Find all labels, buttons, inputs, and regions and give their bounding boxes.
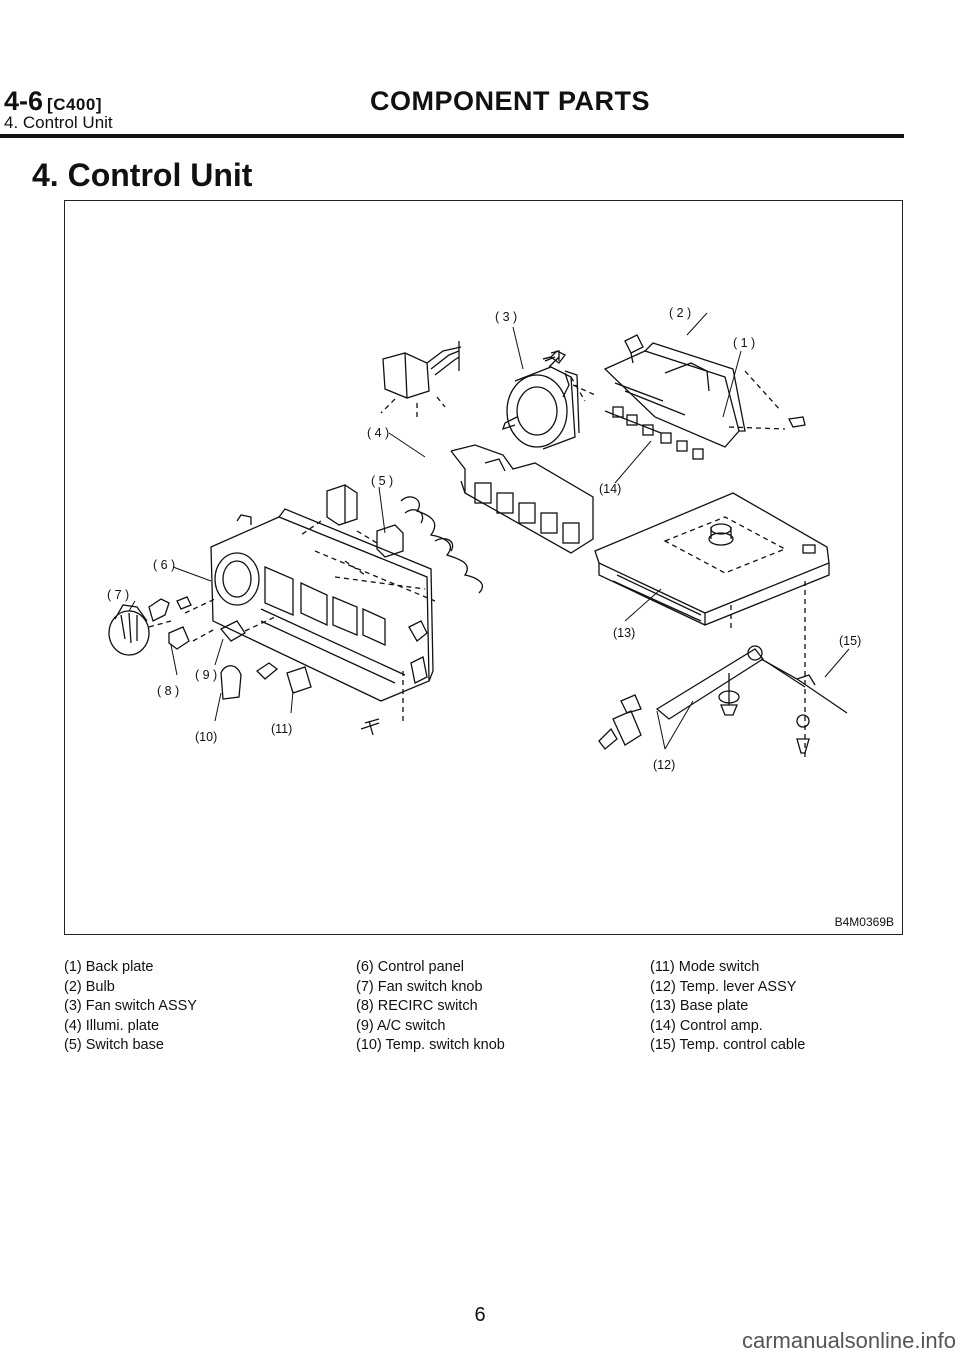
callout-2: ( 2 ) <box>669 306 691 320</box>
legend-item: (7) Fan switch knob <box>356 978 483 995</box>
callout-13: (13) <box>613 626 635 640</box>
callout-4: ( 4 ) <box>367 426 389 440</box>
callout-6: ( 6 ) <box>153 558 175 572</box>
base-plate-drawing <box>594 492 830 761</box>
legend-item: (3) Fan switch ASSY <box>64 998 197 1015</box>
legend-item: (5) Switch base <box>64 1037 164 1054</box>
watermark: carmanualsonline.info <box>741 1328 956 1353</box>
control-panel-drawing <box>210 508 436 721</box>
temp-lever-drawing <box>598 645 848 754</box>
callout-14: (14) <box>599 482 621 496</box>
legend-column-2: (6) Control panel (7) Fan switch knob (8… <box>356 958 505 1056</box>
callout-1: ( 1 ) <box>733 336 755 350</box>
callout-15: (15) <box>839 634 861 648</box>
callout-7: ( 7 ) <box>107 588 129 602</box>
fan-switch-assy-drawing <box>501 350 596 450</box>
connector-drawing <box>380 341 462 421</box>
legend-item: (11) Mode switch <box>650 959 760 975</box>
leader-lines <box>128 312 850 750</box>
legend-item: (12) Temp. lever ASSY <box>650 978 797 995</box>
switch-base-drawing <box>300 484 484 594</box>
header-title: COMPONENT PARTS <box>370 86 651 116</box>
callout-12: (12) <box>653 758 675 772</box>
page-heading: 4. Control Unit <box>32 157 253 193</box>
exploded-diagram-drawing: ( 3 ) ( 2 ) ( 1 ) ( 4 ) ( 5 ) (14) ( 6 )… <box>107 306 861 772</box>
callout-5: ( 5 ) <box>371 474 393 488</box>
legend-item: (13) Base plate <box>650 998 749 1015</box>
callout-10: (10) <box>195 730 217 744</box>
back-plate-drawing <box>603 342 806 460</box>
legend-item: (15) Temp. control cable <box>650 1037 806 1054</box>
legend-item: (1) Back plate <box>64 959 154 975</box>
legend-item: (4) Illumi. plate <box>64 1017 160 1034</box>
header-rule <box>0 134 904 138</box>
legend-item: (6) Control panel <box>356 959 464 975</box>
legend-column-3: (11) Mode switch (12) Temp. lever ASSY (… <box>650 958 805 1056</box>
legend-column-1: (1) Back plate (2) Bulb (3) Fan switch A… <box>64 958 197 1056</box>
legend-item: (8) RECIRC switch <box>356 998 478 1015</box>
legend-item: (10) Temp. switch knob <box>356 1037 505 1054</box>
figure-code: B4M0369B <box>834 915 894 929</box>
illumi-plate-drawing <box>450 444 594 554</box>
exploded-diagram: ( 3 ) ( 2 ) ( 1 ) ( 4 ) ( 5 ) (14) ( 6 )… <box>64 200 903 935</box>
callout-11: (11) <box>271 722 292 736</box>
page-number: 6 <box>474 1304 486 1326</box>
header-subtitle: 4. Control Unit <box>4 113 113 132</box>
fan-switch-knob-drawing <box>108 604 172 656</box>
legend-item: (9) A/C switch <box>356 1017 446 1034</box>
section-number-text: 4-6 <box>4 86 44 116</box>
section-number: 4-6[C400] <box>4 86 102 117</box>
screw-drawing <box>364 356 556 724</box>
legend-item: (2) Bulb <box>64 978 115 995</box>
bulb-drawing <box>624 334 644 364</box>
small-switches-drawing <box>148 596 380 736</box>
callout-8: ( 8 ) <box>157 684 179 698</box>
section-code: [C400] <box>47 95 102 114</box>
callout-9: ( 9 ) <box>195 668 217 682</box>
callout-3: ( 3 ) <box>495 310 517 324</box>
legend-item: (14) Control amp. <box>650 1017 763 1034</box>
